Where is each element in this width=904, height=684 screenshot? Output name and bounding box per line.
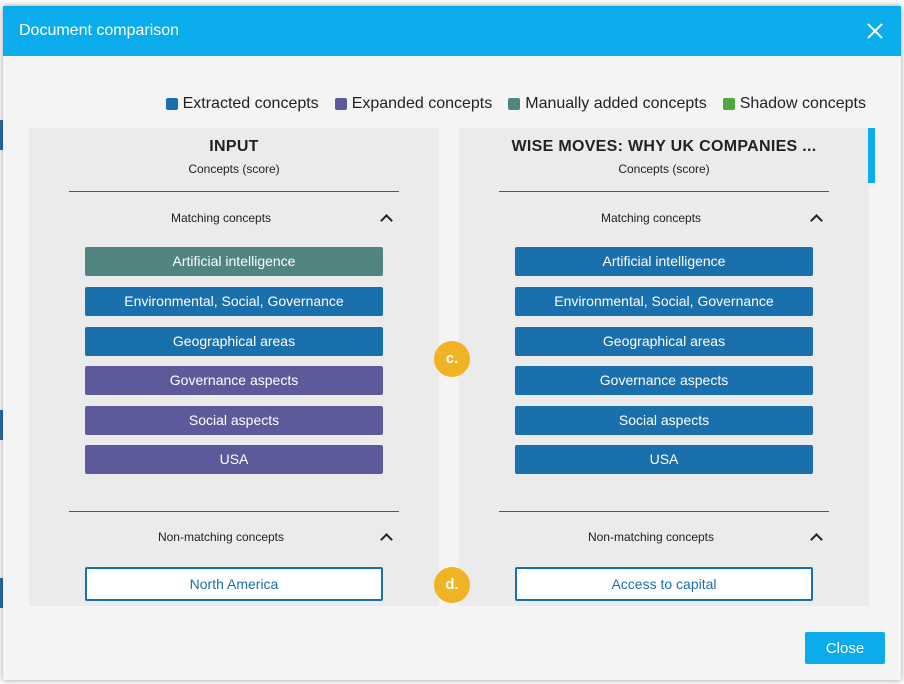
chevron-up-icon[interactable] (381, 532, 391, 542)
concept-chip[interactable]: Governance aspects (85, 366, 383, 395)
section-divider (69, 191, 399, 192)
section-label: Non-matching concepts (157, 530, 285, 544)
document-panel: WISE MOVES: WHY UK COMPANIES ... Concept… (459, 128, 869, 606)
legend-label: Manually added concepts (525, 95, 707, 112)
concept-chip[interactable]: USA (515, 445, 813, 474)
document-comparison-modal: Document comparison Extracted concepts E… (3, 6, 901, 680)
panel-subtitle: Concepts (score) (618, 162, 710, 176)
annotation-marker-d: d. (434, 567, 470, 603)
scrollbar-thumb[interactable] (868, 128, 875, 183)
legend-label: Shadow concepts (739, 95, 866, 112)
concept-chip-outline[interactable]: North America (85, 567, 383, 601)
concept-chip[interactable]: Social aspects (515, 406, 813, 435)
section-label: Non-matching concepts (587, 530, 715, 544)
section-divider (499, 511, 829, 512)
legend: Extracted concepts Expanded concepts Man… (165, 95, 866, 113)
close-button[interactable]: Close (805, 632, 885, 664)
matching-concepts-header[interactable]: Matching concepts (69, 208, 399, 228)
legend-swatch (334, 98, 347, 110)
legend-item-extracted: Extracted concepts (165, 95, 319, 113)
chevron-up-icon[interactable] (811, 532, 821, 542)
concept-chip[interactable]: Environmental, Social, Governance (85, 287, 383, 316)
section-label: Matching concepts (600, 211, 702, 225)
matching-concepts-header[interactable]: Matching concepts (499, 208, 829, 228)
section-label: Matching concepts (170, 211, 272, 225)
input-panel: INPUT Concepts (score) Matching concepts… (29, 128, 439, 606)
legend-item-manually-added: Manually added concepts (508, 95, 707, 113)
background-strip (0, 578, 4, 608)
legend-label: Extracted concepts (182, 95, 319, 112)
legend-item-expanded: Expanded concepts (334, 95, 493, 113)
concept-chip[interactable]: Artificial intelligence (515, 247, 813, 276)
non-matching-concepts-header[interactable]: Non-matching concepts (499, 527, 829, 547)
legend-swatch (165, 98, 178, 110)
concept-chip[interactable]: Geographical areas (85, 327, 383, 356)
annotation-marker-c: c. (434, 341, 470, 377)
concept-chip[interactable]: Geographical areas (515, 327, 813, 356)
legend-label: Expanded concepts (351, 95, 493, 112)
concept-chip[interactable]: Environmental, Social, Governance (515, 287, 813, 316)
close-icon[interactable] (867, 23, 883, 39)
concept-chip-outline[interactable]: Access to capital (515, 567, 813, 601)
non-matching-concepts-header[interactable]: Non-matching concepts (69, 527, 399, 547)
modal-header: Document comparison (3, 6, 901, 56)
chevron-up-icon[interactable] (811, 213, 821, 223)
panel-title: WISE MOVES: WHY UK COMPANIES ... (511, 138, 817, 155)
legend-item-shadow: Shadow concepts (722, 95, 866, 113)
modal-title: Document comparison (19, 22, 180, 39)
section-divider (69, 511, 399, 512)
panel-title: INPUT (209, 138, 259, 155)
concept-chip[interactable]: Governance aspects (515, 366, 813, 395)
concept-chip[interactable]: Social aspects (85, 406, 383, 435)
legend-swatch (508, 98, 521, 110)
background-strip (0, 410, 4, 440)
background-strip (0, 120, 4, 150)
concept-chip[interactable]: USA (85, 445, 383, 474)
legend-swatch (722, 98, 735, 110)
chevron-up-icon[interactable] (381, 213, 391, 223)
concept-chip[interactable]: Artificial intelligence (85, 247, 383, 276)
panel-subtitle: Concepts (score) (188, 162, 280, 176)
section-divider (499, 191, 829, 192)
